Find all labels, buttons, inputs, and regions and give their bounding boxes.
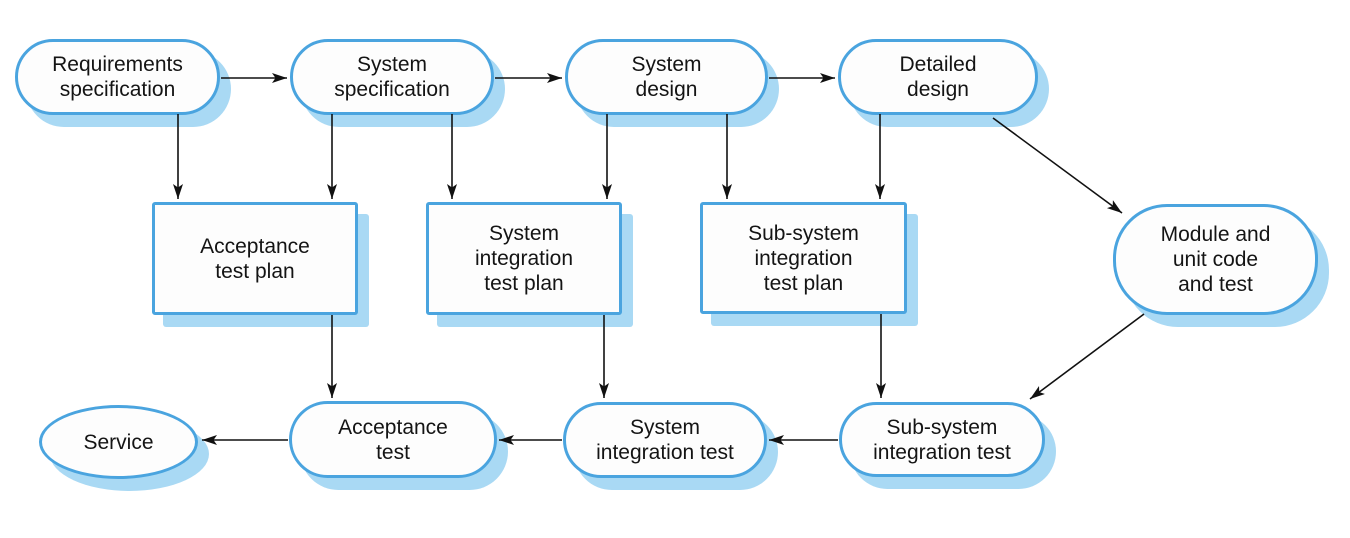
node-service: Service <box>39 405 198 479</box>
node-subsystem-integration-test: Sub-system integration test <box>839 402 1045 477</box>
node-label: Sub-system integration test plan <box>748 221 859 295</box>
node-requirements-specification: Requirements specification <box>15 39 220 115</box>
node-label: Requirements specification <box>52 53 183 101</box>
node-label: Detailed design <box>899 53 977 101</box>
node-subsystem-integration-test-plan: Sub-system integration test plan <box>700 202 907 314</box>
edge-module-to-subsysinttest <box>1029 313 1145 400</box>
node-system-integration-test: System integration test <box>563 402 767 478</box>
node-detailed-design: Detailed design <box>838 39 1038 115</box>
node-label: Sub-system integration test <box>873 415 1011 464</box>
node-label: System specification <box>334 53 450 101</box>
edge-detaileddesign-to-module <box>992 117 1123 214</box>
node-system-design: System design <box>565 39 768 115</box>
node-label: System integration test <box>596 416 734 464</box>
node-label: Acceptance test <box>338 415 448 464</box>
node-system-specification: System specification <box>290 39 494 115</box>
node-module-and-unit-code-and-test: Module and unit code and test <box>1113 204 1318 315</box>
node-acceptance-test: Acceptance test <box>289 401 497 478</box>
node-label: Service <box>83 430 154 454</box>
node-acceptance-test-plan: Acceptance test plan <box>152 202 358 315</box>
node-label: System integration test plan <box>474 222 574 295</box>
node-label: Module and unit code and test <box>1160 223 1271 296</box>
node-label: System design <box>631 53 702 101</box>
node-system-integration-test-plan: System integration test plan <box>426 202 622 315</box>
node-label: Acceptance test plan <box>200 234 310 283</box>
